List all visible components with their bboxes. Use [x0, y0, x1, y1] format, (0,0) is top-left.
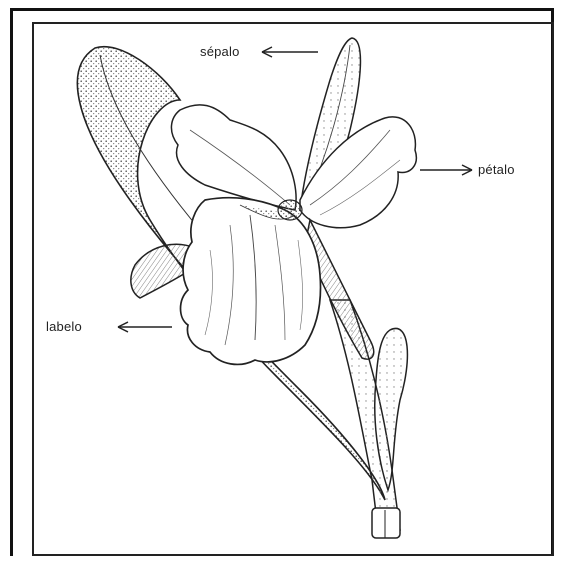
arrow-left-icon: [262, 47, 318, 57]
flower-center: [278, 200, 302, 220]
petal-left: [171, 105, 296, 210]
label-labellum: labelo: [46, 319, 82, 334]
arrow-right-icon: [420, 165, 472, 175]
labellum: [181, 198, 321, 365]
arrow-left-icon: [118, 322, 172, 332]
label-petal: pétalo: [478, 162, 515, 177]
label-sepal: sépalo: [200, 44, 240, 59]
